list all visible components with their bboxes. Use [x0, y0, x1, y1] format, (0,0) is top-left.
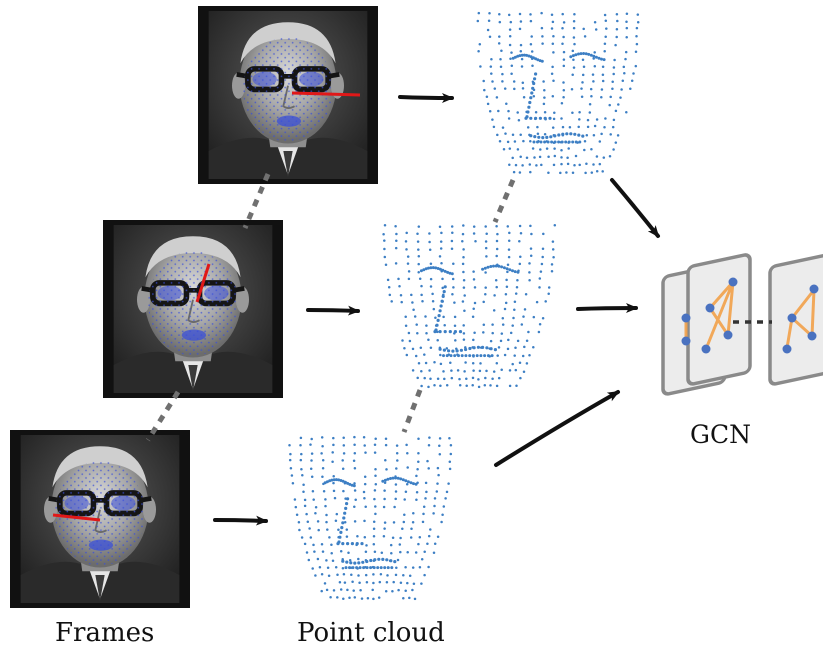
- arrow-frame-middle-to-cloud: [306, 305, 360, 316]
- frame-bottom: [10, 430, 190, 608]
- arrow-cloud-bottom-to-gcn: [494, 390, 620, 467]
- arrow-frame-bottom-to-cloud: [213, 515, 268, 526]
- gcn-label: GCN: [690, 420, 751, 449]
- frame-middle: [103, 220, 283, 398]
- arrow-cloud-top-to-gcn: [610, 178, 660, 238]
- point-cloud-middle: [382, 223, 557, 389]
- frames-label: Frames: [55, 618, 155, 648]
- cloud-connector-1: [492, 179, 516, 223]
- gaze-line-middle: [195, 263, 211, 303]
- gaze-line-bottom: [52, 513, 101, 522]
- frame-connector-2: [145, 390, 181, 442]
- point-cloud-label: Point cloud: [297, 618, 445, 648]
- gaze-line-top: [291, 91, 361, 97]
- frame-connector-1: [242, 173, 271, 229]
- arrow-frame-top-to-cloud: [398, 92, 454, 103]
- frame-top: [198, 6, 378, 184]
- point-cloud-top: [476, 11, 640, 175]
- gcn-icon: [661, 253, 823, 396]
- cloud-connector-2: [401, 389, 423, 433]
- arrow-cloud-middle-to-gcn: [576, 303, 638, 314]
- point-cloud-bottom: [288, 435, 453, 601]
